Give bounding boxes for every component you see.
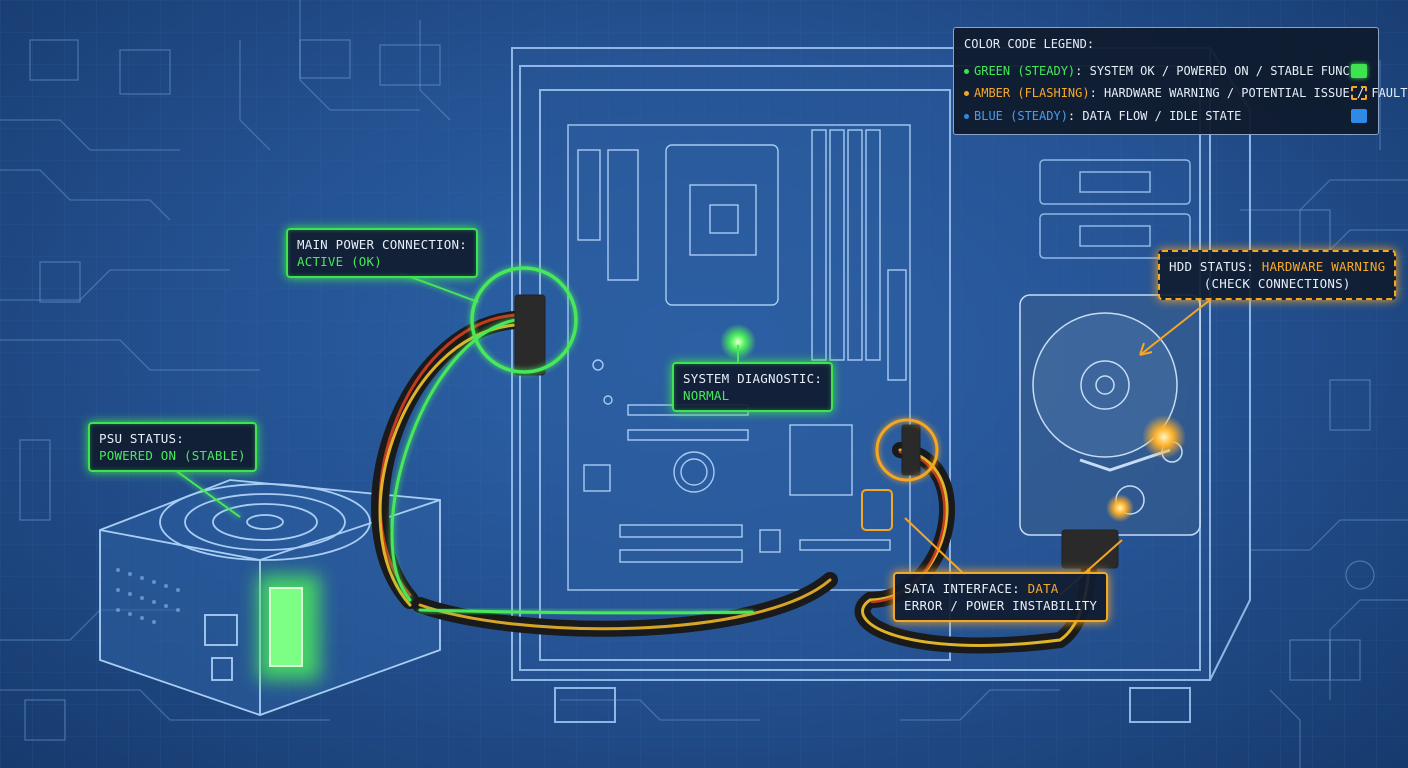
system-diagnostic-callout: SYSTEM DIAGNOSTIC: NORMAL xyxy=(672,362,834,412)
psu-status-value: POWERED ON (STABLE) xyxy=(99,448,246,463)
legend-title: COLOR CODE LEGEND: xyxy=(964,37,1095,51)
connector-blocks xyxy=(514,294,1119,569)
amber-dot-icon xyxy=(964,91,969,96)
hdd-warning-led-1 xyxy=(1142,415,1186,459)
callout-leaders xyxy=(174,272,1216,596)
main-power-callout: MAIN POWER CONNECTION: ACTIVE (OK) xyxy=(286,228,478,278)
legend-item-amber: AMBER (FLASHING): HARDWARE WARNING / POT… xyxy=(964,83,1407,103)
green-swatch xyxy=(1351,64,1367,78)
drive-bays xyxy=(1039,159,1191,259)
sata-interface-detail: ERROR / POWER INSTABILITY xyxy=(904,598,1098,613)
psu-status-callout: PSU STATUS: POWERED ON (STABLE) xyxy=(88,422,257,472)
blue-dot-icon xyxy=(964,114,969,119)
legend-blue-desc: : DATA FLOW / IDLE STATE xyxy=(1067,109,1242,123)
legend-green-desc: : SYSTEM OK / POWERED ON / STABLE FUNC. xyxy=(1075,64,1357,78)
hdd-status-hint: (CHECK CONNECTIONS) xyxy=(1203,276,1351,291)
system-diagnostic-value: NORMAL xyxy=(683,388,730,403)
hdd-status-label: HDD STATUS: xyxy=(1169,259,1262,274)
main-power-value: ACTIVE (OK) xyxy=(297,254,382,269)
psu-status-label: PSU STATUS: xyxy=(99,431,184,446)
legend-item-green: GREEN (STEADY): SYSTEM OK / POWERED ON /… xyxy=(964,61,1357,81)
main-power-label: MAIN POWER CONNECTION: xyxy=(297,237,467,252)
legend-amber-key: AMBER (FLASHING) xyxy=(974,86,1090,100)
board-status-led xyxy=(720,324,756,360)
green-dot-icon xyxy=(964,69,969,74)
legend-blue-key: BLUE (STEADY) xyxy=(974,109,1068,123)
hdd-status-callout: HDD STATUS: HARDWARE WARNING (CHECK CONN… xyxy=(1158,250,1397,300)
system-diagnostic-label: SYSTEM DIAGNOSTIC: xyxy=(683,371,823,386)
hdd-warning-led-2 xyxy=(1106,494,1134,522)
blue-swatch xyxy=(1351,109,1367,123)
psu-vent-holes xyxy=(116,568,180,624)
legend-item-blue: BLUE (STEADY): DATA FLOW / IDLE STATE xyxy=(964,106,1241,126)
legend-amber-desc: : HARDWARE WARNING / POTENTIAL ISSUE / F… xyxy=(1089,86,1408,100)
main-power-ring xyxy=(470,266,578,374)
sata-interface-label: SATA INTERFACE: xyxy=(904,581,1028,596)
sata-interface-value: DATA xyxy=(1027,581,1059,596)
sata-interface-callout: SATA INTERFACE: DATA ERROR / POWER INSTA… xyxy=(893,572,1109,622)
amber-swatch xyxy=(1351,86,1367,100)
color-legend: COLOR CODE LEGEND: GREEN (STEADY): SYSTE… xyxy=(953,27,1407,135)
sata-port-highlight xyxy=(861,489,893,531)
hdd-status-value: HARDWARE WARNING xyxy=(1261,259,1386,274)
sata-ring xyxy=(875,418,939,482)
psu-status-light xyxy=(258,575,320,680)
legend-green-key: GREEN (STEADY) xyxy=(974,64,1076,78)
background-chips xyxy=(19,39,1375,741)
